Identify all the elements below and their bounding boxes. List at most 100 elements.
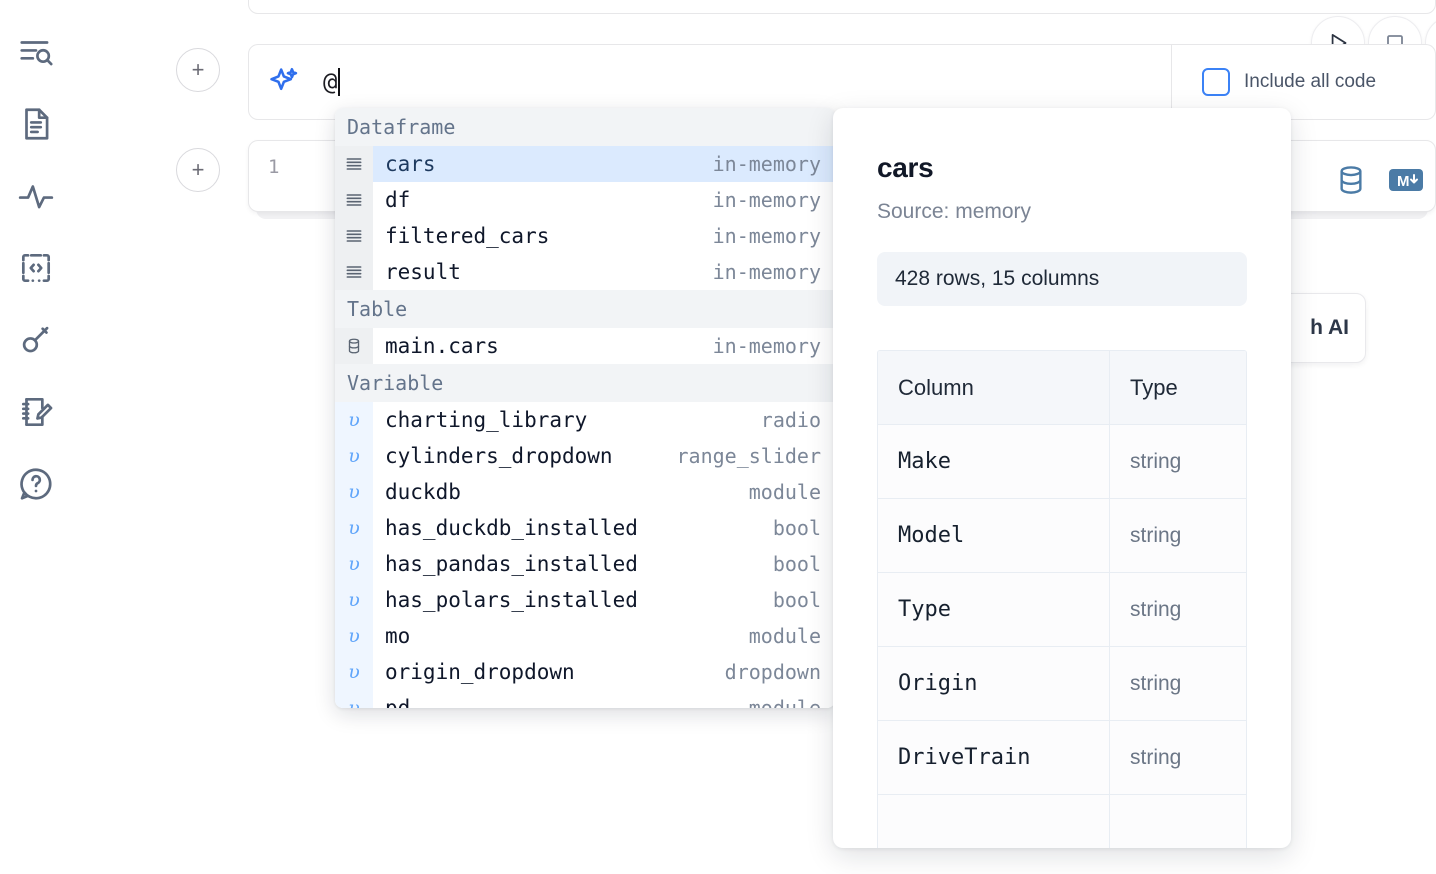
autocomplete-item-type: in-memory xyxy=(712,334,821,358)
variable-icon: υ xyxy=(335,546,373,582)
preview-stats-badge: 428 rows, 15 columns xyxy=(877,252,1247,306)
preview-column-name-cell: Type xyxy=(878,573,1110,647)
preview-cell-value: Type xyxy=(898,597,951,622)
variable-icon: υ xyxy=(335,474,373,510)
preview-table-row xyxy=(878,795,1246,848)
autocomplete-section-header: Variable xyxy=(335,364,835,402)
cell-card-above xyxy=(248,0,1436,14)
preview-cell-value: string xyxy=(1130,745,1182,769)
autocomplete-item-name: cylinders_dropdown xyxy=(385,444,613,468)
autocomplete-item-cars[interactable]: cars in-memory xyxy=(335,146,835,182)
autocomplete-item-type: bool xyxy=(772,552,821,576)
preview-column-type-cell: string xyxy=(1110,425,1246,499)
generate-with-ai-label: h AI xyxy=(1310,316,1349,339)
add-cell-button-bottom[interactable]: + xyxy=(176,148,220,192)
preview-column-name-cell: DriveTrain xyxy=(878,721,1110,795)
ai-prompt-value: @ xyxy=(323,68,338,96)
preview-table-header-cell: Type xyxy=(1110,351,1246,425)
outline-search-icon[interactable] xyxy=(8,16,64,88)
autocomplete-section-header: Table xyxy=(335,290,835,328)
preview-column-type-cell: string xyxy=(1110,721,1246,795)
variable-icon: υ xyxy=(335,690,373,708)
autocomplete-item-name: has_polars_installed xyxy=(385,588,638,612)
autocomplete-item-type: in-memory xyxy=(712,152,821,176)
autocomplete-item-name: cars xyxy=(385,152,436,176)
scratchpad-edit-icon[interactable] xyxy=(8,376,64,448)
sparkle-icon xyxy=(267,65,301,99)
dataframe-icon xyxy=(335,146,373,182)
autocomplete-item-has-pandas-installed[interactable]: υ has_pandas_installed bool xyxy=(335,546,835,582)
variable-icon: υ xyxy=(335,654,373,690)
help-chat-icon[interactable] xyxy=(8,448,64,520)
preview-table-row: DriveTrain string xyxy=(878,721,1246,795)
activity-icon[interactable] xyxy=(8,160,64,232)
dataset-preview-panel: cars Source: memory 428 rows, 15 columns… xyxy=(833,108,1291,848)
preview-cell-value: string xyxy=(1130,671,1182,695)
autocomplete-item-name: filtered_cars xyxy=(385,224,550,248)
preview-table-header-row: Column Type xyxy=(878,351,1246,425)
preview-column-name-cell: Origin xyxy=(878,647,1110,721)
preview-table-header-cell: Column xyxy=(878,351,1110,425)
snippets-code-icon[interactable] xyxy=(8,232,64,304)
variable-icon: υ xyxy=(335,402,373,438)
autocomplete-item-name: result xyxy=(385,260,461,284)
preview-cell-value: string xyxy=(1130,449,1182,473)
markdown-icon[interactable]: M xyxy=(1388,166,1424,199)
autocomplete-item-type: dropdown xyxy=(724,660,821,684)
dataframe-icon xyxy=(335,182,373,218)
preview-cell-value: string xyxy=(1130,523,1182,547)
secrets-key-icon[interactable] xyxy=(8,304,64,376)
plus-icon: + xyxy=(191,157,205,182)
preview-column-type-cell xyxy=(1110,795,1246,848)
include-all-code-checkbox[interactable] xyxy=(1202,68,1230,96)
preview-header-label: Type xyxy=(1130,374,1178,400)
dataframe-icon xyxy=(335,254,373,290)
preview-cell-value: string xyxy=(1130,597,1182,621)
autocomplete-item-name: charting_library xyxy=(385,408,588,432)
svg-text:M: M xyxy=(1397,173,1410,190)
preview-cell-value: DriveTrain xyxy=(898,745,1031,770)
file-explorer-icon[interactable] xyxy=(8,88,64,160)
preview-header-label: Column xyxy=(898,374,974,400)
autocomplete-item-filtered-cars[interactable]: filtered_cars in-memory xyxy=(335,218,835,254)
preview-title: cars xyxy=(877,152,934,183)
preview-table-row: Type string xyxy=(878,573,1246,647)
include-all-code-label: Include all code xyxy=(1244,71,1377,92)
autocomplete-item-origin-dropdown[interactable]: υ origin_dropdown dropdown xyxy=(335,654,835,690)
autocomplete-item-name: has_pandas_installed xyxy=(385,552,638,576)
variable-icon: υ xyxy=(335,618,373,654)
variable-icon: υ xyxy=(335,438,373,474)
autocomplete-item-type: module xyxy=(748,624,821,648)
line-number: 1 xyxy=(268,156,280,178)
autocomplete-item-name: origin_dropdown xyxy=(385,660,575,684)
autocomplete-item-name: df xyxy=(385,188,411,212)
autocomplete-item-name: pd xyxy=(385,696,411,708)
text-caret xyxy=(338,68,341,96)
autocomplete-item-type: in-memory xyxy=(712,224,821,248)
left-icon-rail xyxy=(0,0,72,874)
preview-column-type-cell: string xyxy=(1110,573,1246,647)
add-cell-button-top[interactable]: + xyxy=(176,48,220,92)
preview-table-row: Origin string xyxy=(878,647,1246,721)
dataframe-icon xyxy=(335,218,373,254)
autocomplete-item-name: duckdb xyxy=(385,480,461,504)
database-icon[interactable] xyxy=(1334,163,1368,202)
autocomplete-section-header: Dataframe xyxy=(335,108,835,146)
autocomplete-item-type: bool xyxy=(772,588,821,612)
autocomplete-item-name: has_duckdb_installed xyxy=(385,516,638,540)
variable-icon: υ xyxy=(335,510,373,546)
